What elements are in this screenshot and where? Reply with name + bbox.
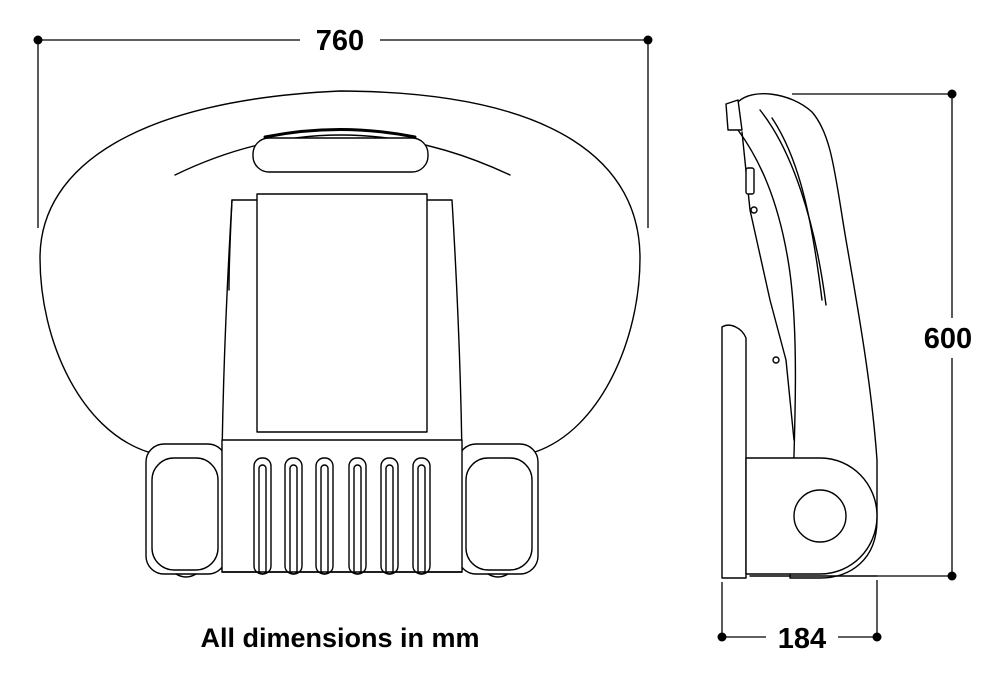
handle-slot (252, 137, 429, 173)
handle-edge (263, 128, 417, 139)
front-shoulder-arc (174, 134, 511, 176)
tether-ring (750, 206, 758, 214)
slot-inner (353, 464, 362, 575)
front-view (39, 90, 641, 578)
slot (380, 457, 399, 575)
display-window (256, 193, 428, 433)
plate-edge-left (228, 199, 233, 291)
slot (284, 457, 303, 575)
hinge-hole (793, 489, 847, 543)
slot (253, 457, 272, 575)
side-inner-curve-2 (759, 109, 827, 306)
slot (412, 457, 431, 575)
left-foot-pad (151, 457, 219, 571)
depth-dimension: 184 (717, 580, 882, 655)
height-dimension: 600 (792, 89, 972, 581)
slot-inner (258, 464, 267, 575)
height-label: 600 (924, 323, 972, 355)
tether-ring-lower (772, 356, 780, 364)
slot (348, 457, 367, 575)
foot-bottom-left (175, 573, 197, 578)
side-view (721, 93, 878, 579)
foot-bottom-right (487, 573, 509, 578)
depth-label: 184 (778, 623, 826, 655)
side-inner-curve (771, 117, 823, 301)
slot (315, 457, 334, 575)
back-plate (721, 324, 747, 579)
top-cap (725, 99, 743, 131)
units-note: All dimensions in mm (200, 623, 479, 653)
width-dimension: 760 (33, 25, 653, 228)
side-body-outline (737, 93, 878, 579)
slot-group (253, 457, 431, 575)
width-label: 760 (316, 25, 364, 57)
tether-clip (745, 167, 755, 195)
slot-inner (289, 464, 298, 575)
slot-inner (320, 464, 329, 575)
slot-inner (417, 464, 426, 575)
slot-inner (385, 464, 394, 575)
right-foot-pad (465, 457, 533, 571)
